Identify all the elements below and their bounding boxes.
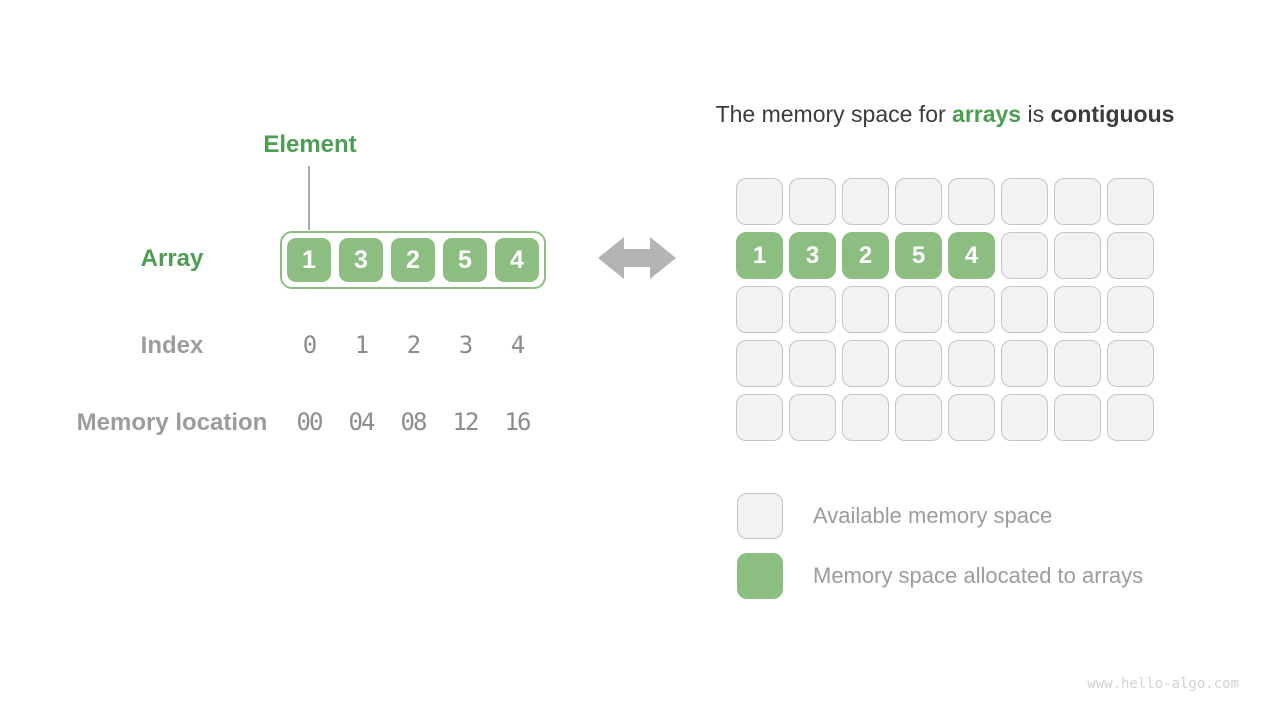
memory-cell-allocated: 3 xyxy=(789,232,836,279)
element-pointer-line xyxy=(308,166,310,230)
legend-item-allocated: Memory space allocated to arrays xyxy=(737,553,1143,599)
memory-cell-available xyxy=(1107,178,1154,225)
memory-location-value: 16 xyxy=(504,408,532,436)
memory-cell-available xyxy=(948,178,995,225)
memory-cell-allocated: 2 xyxy=(842,232,889,279)
array-cell: 4 xyxy=(495,238,539,282)
memory-cell-available xyxy=(736,394,783,441)
memory-cell-available xyxy=(895,394,942,441)
memory-cell-available xyxy=(789,286,836,333)
memory-cell-available xyxy=(842,178,889,225)
index-row: 0 1 2 3 4 xyxy=(287,331,539,359)
array-cell: 2 xyxy=(391,238,435,282)
index-row-label: Index xyxy=(140,332,204,359)
memory-cell-allocated: 5 xyxy=(895,232,942,279)
memory-cell-available xyxy=(895,286,942,333)
memory-cell-available xyxy=(736,178,783,225)
memory-cell-available xyxy=(1054,394,1101,441)
title-highlight-arrays: arrays xyxy=(952,101,1022,127)
memory-cell-allocated: 1 xyxy=(736,232,783,279)
memory-cell-available xyxy=(842,340,889,387)
memory-cell-available xyxy=(736,340,783,387)
memory-cell-available xyxy=(1107,286,1154,333)
double-arrow-icon xyxy=(598,237,676,284)
memory-cell-available xyxy=(1054,232,1101,279)
memory-cell-available xyxy=(1107,394,1154,441)
array-cell: 5 xyxy=(443,238,487,282)
memory-cell-available xyxy=(789,394,836,441)
memory-cell-available xyxy=(789,178,836,225)
array-row-label: Array xyxy=(140,245,204,272)
memory-cell-available xyxy=(1107,340,1154,387)
memory-cell-available xyxy=(895,340,942,387)
legend-label-available: Available memory space xyxy=(813,503,1053,528)
diagram-title: The memory space for arrays is contiguou… xyxy=(650,101,1240,128)
memory-cell-allocated: 4 xyxy=(948,232,995,279)
memory-location-row: 00 04 08 12 16 xyxy=(287,408,539,436)
memory-cell-available xyxy=(1054,340,1101,387)
element-label: Element xyxy=(263,131,357,158)
legend: Available memory space Memory space allo… xyxy=(737,493,1143,613)
title-bold-contiguous: contiguous xyxy=(1050,101,1175,127)
memory-cell-available xyxy=(1001,178,1048,225)
memory-cell-available xyxy=(1001,286,1048,333)
memory-cell-available xyxy=(1001,232,1048,279)
memory-cell-available xyxy=(1001,394,1048,441)
array-cell: 1 xyxy=(287,238,331,282)
memory-location-value: 12 xyxy=(452,408,480,436)
title-prefix: The memory space for xyxy=(715,101,953,127)
index-value: 4 xyxy=(510,331,525,359)
available-memory-swatch xyxy=(737,493,783,539)
allocated-memory-swatch xyxy=(737,553,783,599)
memory-location-value: 00 xyxy=(296,408,324,436)
index-value: 0 xyxy=(302,331,317,359)
memory-cell-available xyxy=(736,286,783,333)
memory-cell-available xyxy=(948,394,995,441)
website-watermark: www.hello-algo.com xyxy=(1087,676,1239,692)
memory-location-row-label: Memory location xyxy=(76,409,268,436)
memory-location-value: 08 xyxy=(400,408,428,436)
legend-label-allocated: Memory space allocated to arrays xyxy=(813,563,1144,588)
memory-cell-available xyxy=(895,178,942,225)
memory-cell-available xyxy=(842,286,889,333)
memory-cell-available xyxy=(1001,340,1048,387)
memory-cell-available xyxy=(1107,232,1154,279)
legend-item-available: Available memory space xyxy=(737,493,1143,539)
index-value: 2 xyxy=(406,331,421,359)
title-middle: is xyxy=(1021,101,1051,127)
array-cell: 3 xyxy=(339,238,383,282)
index-value: 1 xyxy=(354,331,369,359)
memory-cell-available xyxy=(842,394,889,441)
memory-cell-available xyxy=(789,340,836,387)
memory-cell-available xyxy=(1054,178,1101,225)
memory-cell-available xyxy=(948,286,995,333)
index-value: 3 xyxy=(458,331,473,359)
memory-cell-available xyxy=(1054,286,1101,333)
memory-location-value: 04 xyxy=(348,408,376,436)
memory-cell-available xyxy=(948,340,995,387)
